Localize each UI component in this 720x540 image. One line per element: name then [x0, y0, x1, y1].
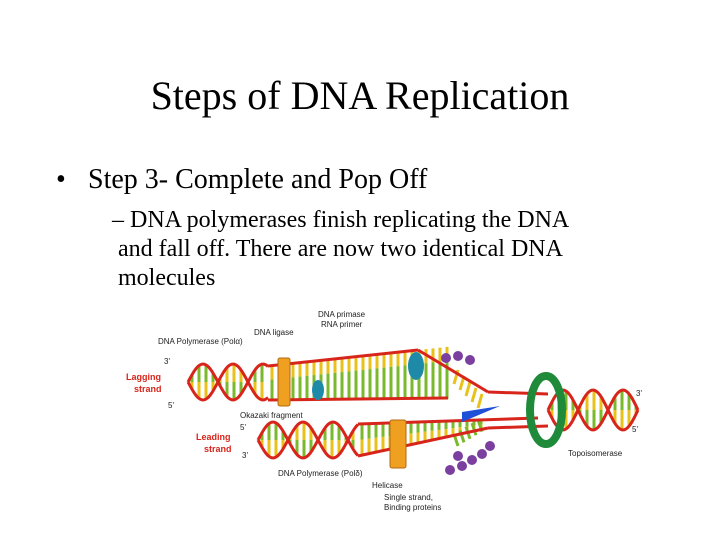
label-rna-primer: RNA primer	[321, 320, 363, 329]
lagging-template	[267, 348, 419, 368]
label-helicase: Helicase	[372, 481, 403, 490]
bullet-text: Step 3- Complete and Pop Off	[88, 164, 428, 195]
ssb-protein	[445, 465, 455, 475]
single-strand-base	[470, 422, 478, 436]
label-5-prime-right: 5'	[632, 425, 638, 434]
dna-polymerase-delta	[389, 419, 407, 469]
ssb-protein	[453, 451, 463, 461]
label-3-prime-top-left: 3'	[164, 357, 170, 366]
fork-top	[487, 390, 549, 396]
dna-replication-fork-diagram: DNA primase RNA primer DNA ligase DNA Po…	[126, 310, 642, 512]
label-leading-1: Leading	[196, 432, 231, 442]
dna-ligase	[312, 380, 324, 400]
topoisomerase	[526, 372, 566, 448]
label-dna-polymerase-alpha: DNA Polymerase (Polα)	[158, 337, 243, 346]
helicase	[462, 406, 500, 422]
lagging-new	[267, 396, 449, 402]
diagram-labels: DNA primase RNA primer DNA ligase DNA Po…	[126, 310, 642, 512]
label-5-prime-left-1: 5'	[168, 401, 174, 410]
ssb-protein	[485, 441, 495, 451]
label-3-prime-left: 3'	[242, 451, 248, 460]
single-strand-base	[476, 393, 484, 409]
ssb-protein	[467, 455, 477, 465]
ssb-protein	[465, 355, 475, 365]
label-5-prime-left-2: 5'	[240, 423, 246, 432]
sub-line-3: molecules	[118, 265, 216, 291]
sub-bullet-text: DNA polymerases finish replicating the D…	[118, 206, 569, 293]
single-strand-binding-proteins	[441, 351, 495, 475]
ssb-protein	[441, 353, 451, 363]
label-dna-polymerase-delta: DNA Polymerase (Polδ)	[278, 469, 363, 478]
leading-helix-backbone	[256, 420, 360, 460]
leading-helix-backbone	[256, 420, 360, 460]
label-dna-ligase: DNA ligase	[254, 328, 294, 337]
ssb-protein	[453, 351, 463, 361]
sub-line-2: and fall off. There are now two identica…	[118, 236, 563, 262]
bullet-marker: •	[56, 164, 66, 195]
label-lagging-2: strand	[134, 384, 162, 394]
label-leading-2: strand	[204, 444, 232, 454]
single-strand-base	[470, 387, 478, 403]
slide-title: Steps of DNA Replication	[150, 73, 570, 118]
label-ssb-1: Single strand,	[384, 493, 433, 502]
lagging-helix-backbone	[186, 362, 269, 402]
fork-bottom	[487, 424, 549, 430]
sub-bullet-marker: –	[112, 207, 124, 233]
label-lagging-1: Lagging	[126, 372, 161, 382]
label-topoisomerase: Topoisomerase	[568, 449, 623, 458]
leading-template	[357, 416, 539, 426]
dna-primase	[408, 352, 424, 380]
label-3-prime-right: 3'	[636, 389, 642, 398]
ssb-protein	[457, 461, 467, 471]
sub-line-1: DNA polymerases finish replicating the D…	[130, 207, 570, 233]
label-okazaki-fragment: Okazaki fragment	[240, 411, 303, 420]
lagging-template	[417, 348, 489, 394]
lagging-helix-backbone	[186, 362, 269, 402]
ssb-protein	[477, 449, 487, 459]
dna-polymerase-alpha	[277, 357, 291, 407]
leading-new	[357, 426, 489, 458]
single-strand-base	[464, 381, 472, 397]
label-dna-primase: DNA primase	[318, 310, 366, 319]
label-ssb-2: Binding proteins	[384, 503, 441, 512]
